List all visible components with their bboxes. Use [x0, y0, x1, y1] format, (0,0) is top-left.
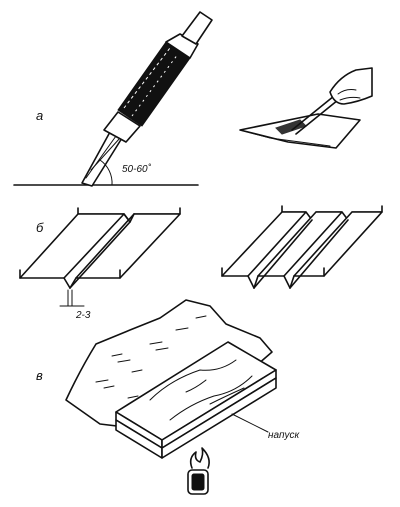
overlap-label: напуск: [268, 430, 300, 441]
angle-label: 50-60˚: [122, 163, 152, 175]
folded-sheet-icon: 2-3: [19, 207, 181, 321]
section-a: а 50-60˚: [13, 11, 373, 187]
section-label-b: б: [36, 220, 44, 235]
section-v: в напуск: [36, 299, 300, 495]
angle-arc: [99, 159, 113, 186]
flame-icon: [187, 447, 210, 495]
gap-label: 2-3: [75, 310, 91, 321]
roofing-layers-icon: напуск: [65, 299, 300, 459]
heat-gun-icon: [81, 11, 213, 187]
section-label-a: а: [36, 108, 43, 123]
hand-roller-icon: [239, 67, 373, 149]
double-folded-sheet-icon: [221, 205, 383, 289]
section-b: б 2-3: [19, 205, 383, 321]
section-label-v: в: [36, 368, 43, 383]
